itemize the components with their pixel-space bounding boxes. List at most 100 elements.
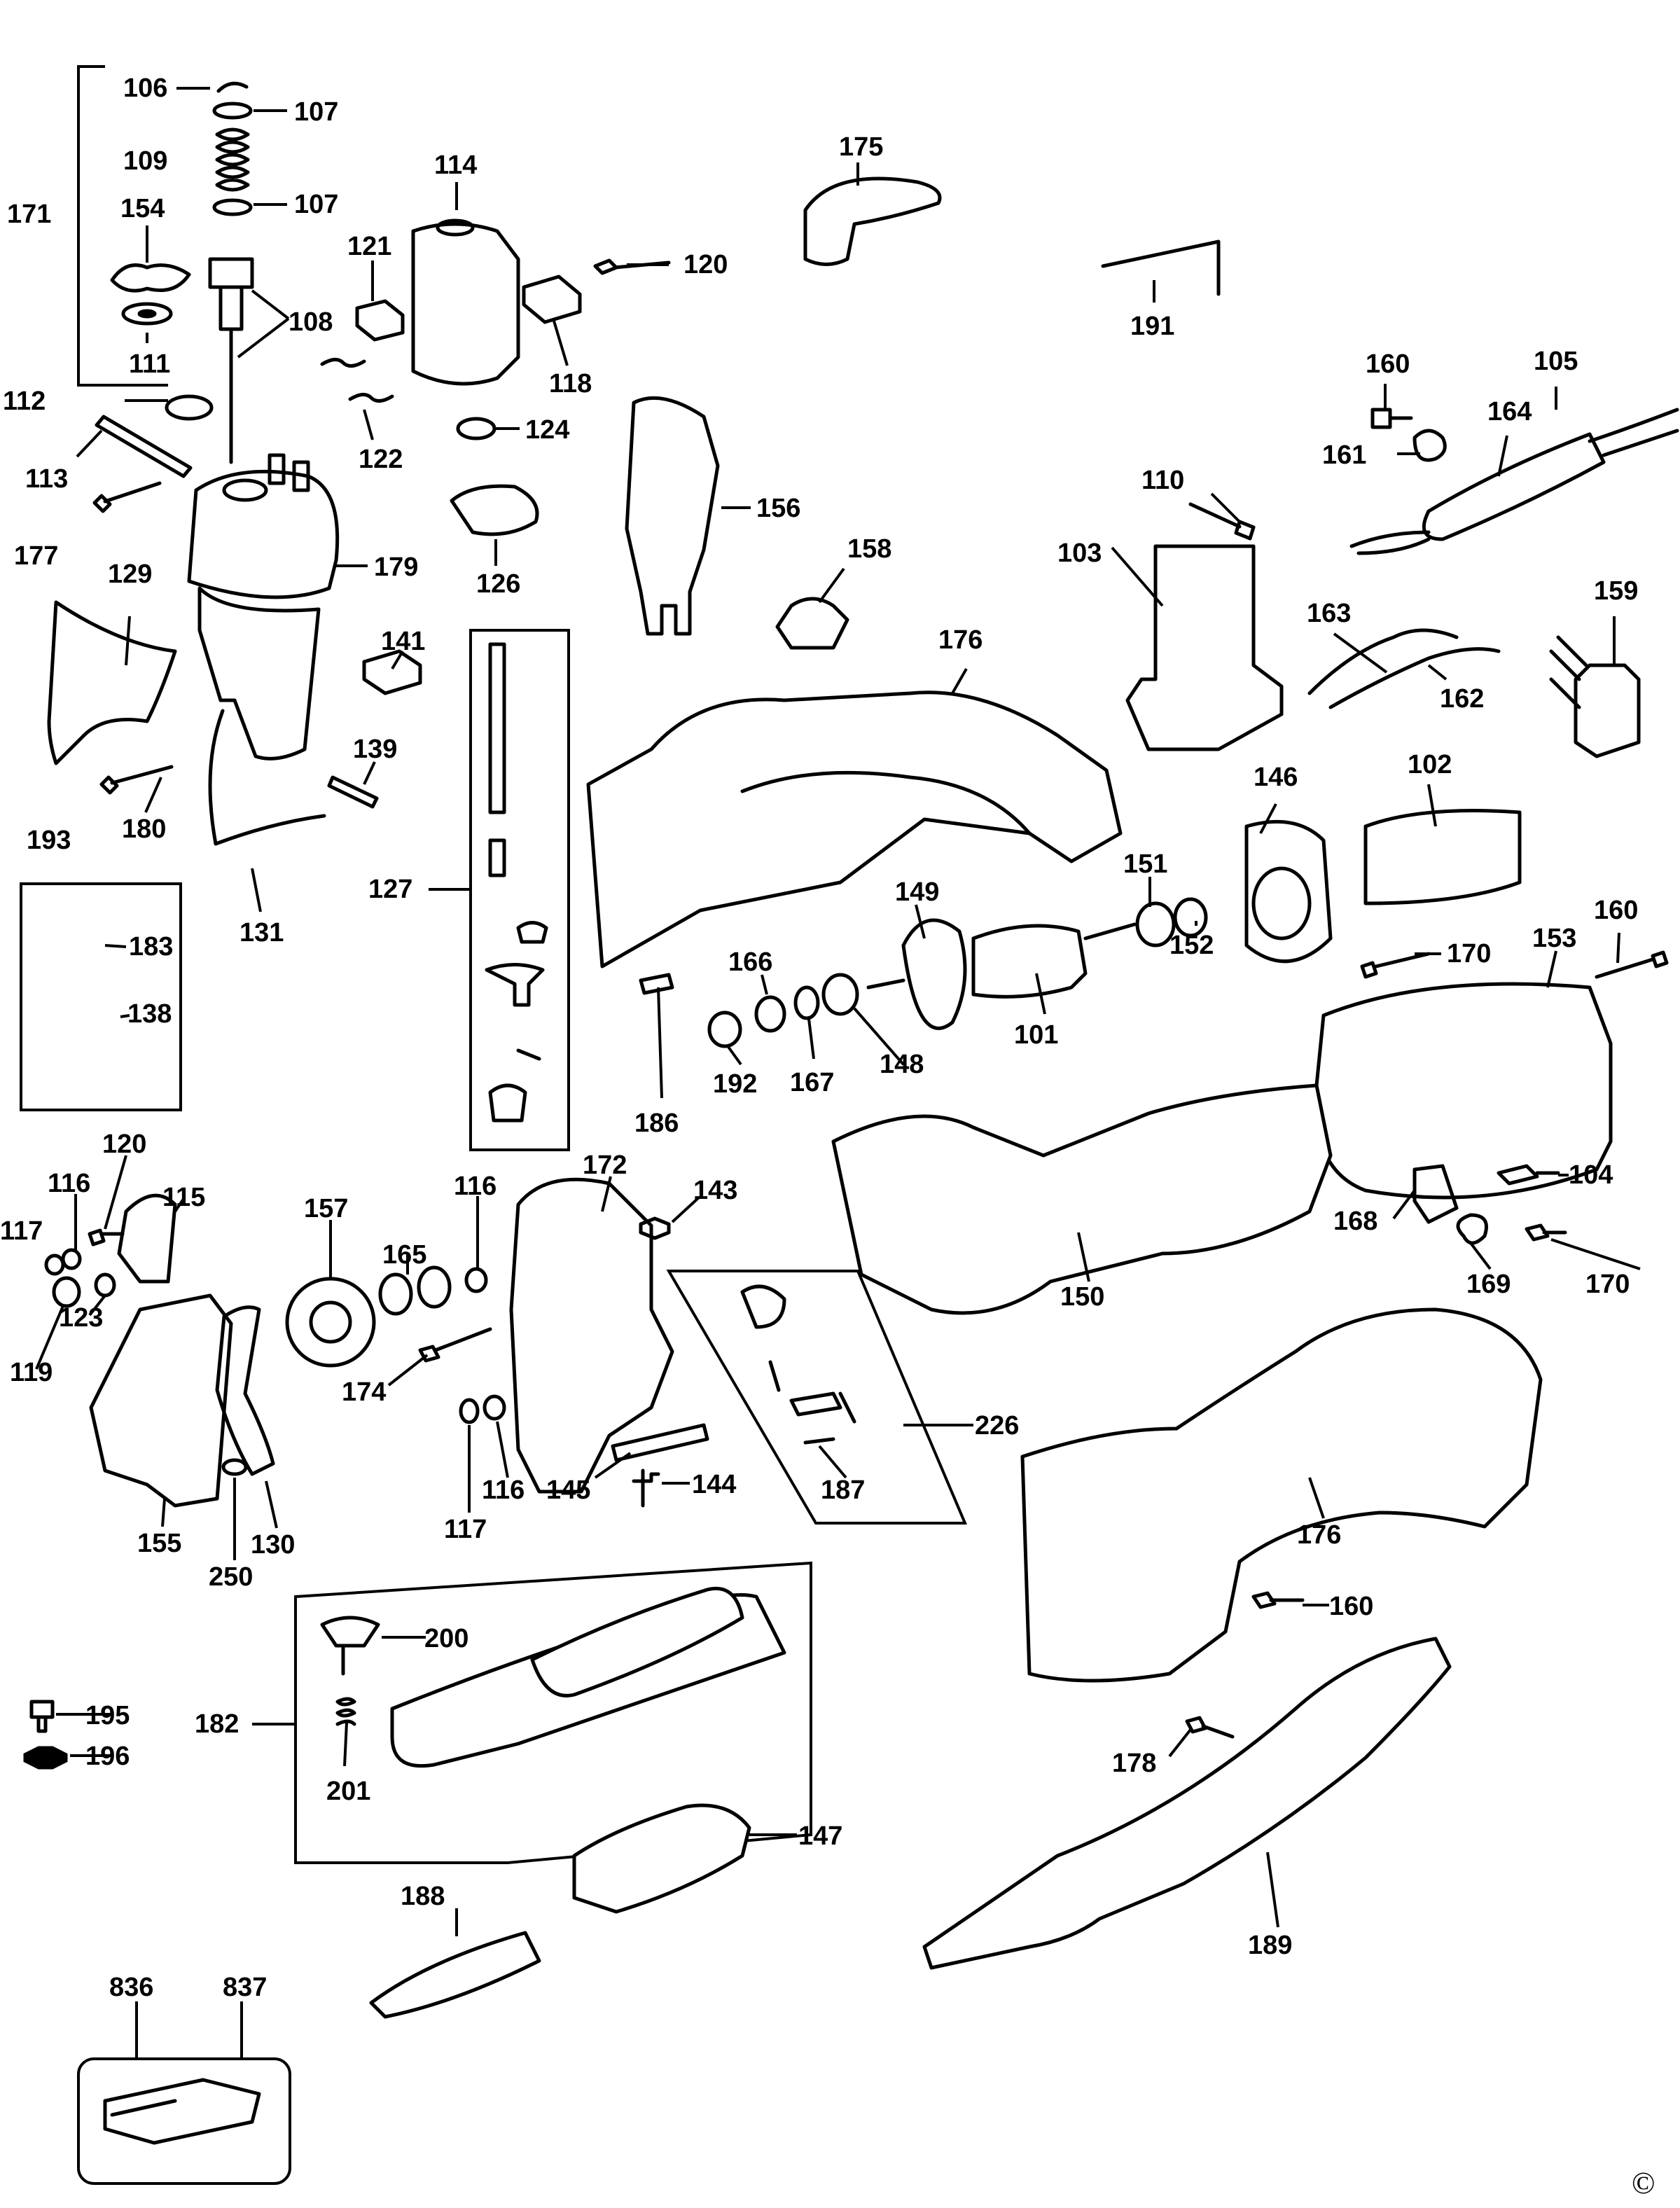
housing-half-176-handle (740, 770, 1032, 835)
insert-188 (369, 1931, 541, 2019)
part-label: 123 (59, 1303, 103, 1333)
part-label: 180 (122, 814, 166, 844)
spring-122-b (348, 393, 394, 403)
bracket-171 (77, 65, 168, 387)
pin-226 (768, 1360, 781, 1392)
bearing-148 (821, 973, 859, 1016)
part-label: 171 (7, 200, 51, 229)
pin-139 (327, 775, 379, 809)
washer-111 (121, 302, 173, 326)
part-label: 183 (129, 932, 173, 961)
part-label: 148 (880, 1050, 924, 1079)
part-label: 189 (1248, 1931, 1292, 1960)
part-label: 144 (692, 1470, 736, 1499)
bearing-165-b (417, 1265, 452, 1309)
part-label: 127 (368, 875, 412, 904)
bushing-152 (1173, 897, 1208, 938)
part-label: 167 (790, 1068, 834, 1097)
spring-169 (1456, 1213, 1488, 1245)
adapter-147 (572, 1803, 751, 1914)
screw-174 (418, 1327, 492, 1363)
spring-122-a (320, 358, 366, 368)
part-label: 106 (123, 74, 167, 103)
part-label: 153 (1532, 924, 1576, 953)
knob-200 (320, 1616, 380, 1648)
cord-105-leads (1349, 530, 1431, 555)
fan-149 (901, 918, 967, 1030)
plate-155 (89, 1293, 233, 1508)
part-label: 159 (1594, 576, 1638, 606)
part-label: 201 (326, 1777, 370, 1806)
part-label: 116 (454, 1172, 497, 1201)
washer-116-b (483, 1394, 506, 1421)
armature-101-shaft (866, 922, 1137, 990)
brush-104 (1497, 1164, 1560, 1186)
spring-109 (215, 127, 250, 192)
part-label: 115 (162, 1183, 205, 1212)
screw-160-right (1595, 950, 1669, 979)
part-label: 188 (401, 1882, 445, 1911)
screw-170-bottom (1525, 1223, 1567, 1242)
plate-115 (117, 1193, 177, 1284)
part-label: 116 (48, 1169, 90, 1198)
clamp-127-b (485, 963, 545, 1007)
washer-166 (754, 995, 786, 1033)
washer-116-a (464, 1267, 488, 1293)
nozzle-189 (922, 1637, 1452, 1970)
motor-housing-150 (831, 1083, 1333, 1315)
screw-177 (92, 481, 162, 513)
part-label: 162 (1440, 684, 1484, 714)
box-226 (666, 1270, 968, 1525)
part-label: 163 (1307, 599, 1351, 628)
washer-111-hole (137, 309, 157, 319)
chip-guard-129 (47, 600, 177, 765)
part-label: 117 (0, 1216, 43, 1246)
bolt-195 (29, 1700, 55, 1733)
washer-123 (94, 1272, 116, 1298)
part-label: 160 (1329, 1592, 1373, 1621)
part-label: 191 (1130, 312, 1174, 341)
bearing-165-a (378, 1272, 413, 1316)
part-shapes (23, 81, 1679, 2145)
part-label: 250 (209, 1562, 253, 1592)
screw-187 (803, 1437, 835, 1445)
part-label: 120 (102, 1130, 146, 1159)
part-label: 121 (347, 232, 391, 261)
part-label: 147 (798, 1821, 842, 1851)
part-label: 186 (634, 1109, 679, 1138)
gear-housing-179 (187, 469, 340, 761)
part-label: 109 (123, 146, 167, 176)
housing-179-bore (222, 478, 268, 502)
screw-120-left (88, 1228, 125, 1247)
clamp-127-d (488, 1083, 527, 1123)
part-label: 113 (25, 464, 68, 494)
part-label: 169 (1466, 1270, 1511, 1299)
screw-160-top (1370, 408, 1413, 429)
part-label: 164 (1487, 397, 1532, 426)
part-label: 155 (137, 1529, 181, 1558)
part-label: 111 (129, 349, 170, 379)
washer-107-top (212, 102, 253, 120)
part-label: 143 (693, 1176, 737, 1205)
cord-guard-164 (1422, 432, 1606, 541)
ring-124 (456, 417, 497, 440)
part-label: 107 (294, 97, 338, 127)
part-label: 116 (482, 1476, 525, 1505)
housing-half-176 (586, 690, 1123, 968)
group-outlines (20, 65, 968, 2185)
part-label: 174 (342, 1377, 386, 1407)
screw-110 (1188, 502, 1256, 541)
part-label: 119 (10, 1358, 53, 1387)
box-193 (20, 882, 182, 1111)
clamp-127-c (516, 1048, 541, 1061)
part-label: 117 (444, 1515, 487, 1544)
part-label: 108 (289, 307, 333, 337)
part-label: 200 (424, 1624, 468, 1653)
part-label: 178 (1112, 1749, 1156, 1778)
lever-130 (215, 1305, 275, 1476)
part-label: 110 (1141, 466, 1184, 495)
carriage-114 (411, 222, 520, 386)
bushing-192 (707, 1011, 742, 1048)
part-label: 170 (1585, 1270, 1630, 1299)
part-label: 187 (821, 1476, 865, 1505)
